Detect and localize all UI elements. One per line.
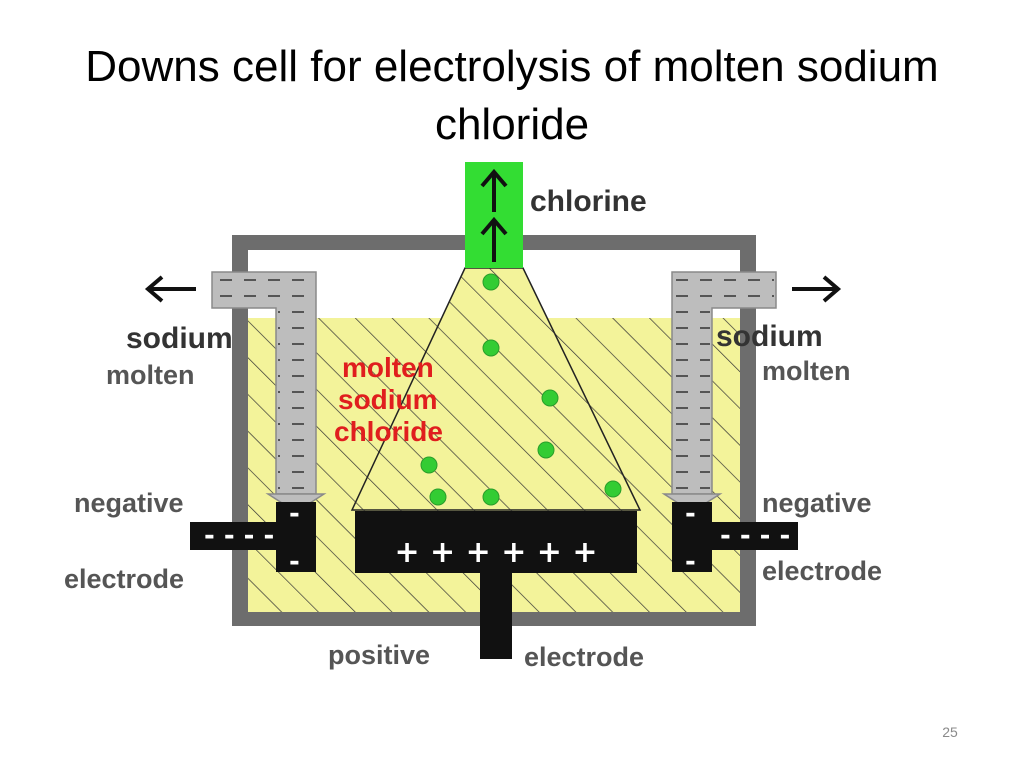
label-electrode-right: electrode <box>762 556 882 586</box>
chlorine-up-arrow-icon-2 <box>480 216 508 262</box>
slide-title: Downs cell for electrolysis of molten so… <box>85 42 939 149</box>
sodium-outlet-right <box>661 271 777 513</box>
bubble <box>420 456 438 474</box>
bubble <box>429 488 447 506</box>
bubble <box>482 488 500 506</box>
label-electrolyte-line1: molten <box>342 352 434 383</box>
chlorine-bubbles <box>420 273 622 506</box>
sodium-outlet-left <box>211 271 327 513</box>
label-sodium-right: sodium <box>716 320 823 353</box>
svg-text:-: - <box>685 547 696 577</box>
bubble <box>541 389 559 407</box>
label-positive-electrode: electrode <box>524 642 644 672</box>
label-chlorine: chlorine <box>530 185 647 218</box>
slide-number: 25 <box>942 724 958 740</box>
label-electrolyte-line2: sodium <box>338 384 438 415</box>
svg-text:-: - <box>685 499 696 529</box>
label-positive: positive <box>328 640 430 670</box>
sodium-right-arrow-icon <box>792 275 842 303</box>
label-molten-left: molten <box>106 360 195 390</box>
positive-electrode <box>355 511 637 659</box>
negative-electrode-left: - - - - - - <box>190 499 316 577</box>
anode-plus-signs: + + + + + + <box>394 535 597 570</box>
label-sodium-left: sodium <box>126 322 233 355</box>
negative-electrode-right: - - - - - - <box>672 499 798 577</box>
label-electrolyte-line3: chloride <box>334 416 443 447</box>
label-negative-right: negative <box>762 488 872 518</box>
sodium-left-arrow-icon <box>144 275 196 303</box>
svg-text:- - - -: - - - - <box>204 521 274 551</box>
svg-text:- - - -: - - - - <box>720 521 790 551</box>
bubble <box>604 480 622 498</box>
chlorine-up-arrow-icon <box>480 168 508 212</box>
label-electrode-left: electrode <box>64 564 184 594</box>
label-molten-right: molten <box>762 356 851 386</box>
svg-text:-: - <box>289 547 300 577</box>
svg-text:-: - <box>289 499 300 529</box>
hood-hatching <box>352 268 640 510</box>
bubble <box>537 441 555 459</box>
bubble <box>482 273 500 291</box>
bubble <box>482 339 500 357</box>
label-negative-left: negative <box>74 488 184 518</box>
